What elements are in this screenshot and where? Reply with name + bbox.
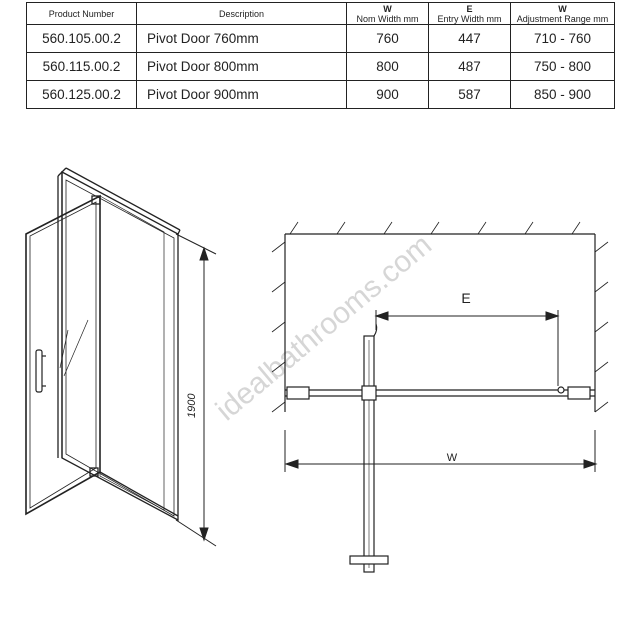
- height-label: 1900: [186, 393, 198, 418]
- cell-description: Pivot Door 800mm: [136, 52, 347, 81]
- cell-adjustment-range: 710 - 760: [510, 24, 615, 53]
- height-dimension: [175, 233, 217, 547]
- fixed-side-panel: [61, 167, 181, 522]
- latch-detail: [557, 386, 565, 394]
- pivot-hinges: [89, 195, 101, 477]
- cell-nom-width: 900: [346, 80, 429, 109]
- width-label: W: [447, 452, 458, 464]
- wall-hatching: [271, 221, 609, 413]
- entry-label: E: [461, 290, 470, 306]
- cell-entry-width: 447: [428, 24, 511, 53]
- entry-dimension: [374, 310, 560, 386]
- watermark-text: idealbathrooms.com: [210, 228, 438, 427]
- cell-adjustment-range: 850 - 900: [510, 80, 615, 109]
- door-handle: [35, 349, 46, 393]
- wall-profile: [57, 171, 63, 458]
- cell-entry-width: 587: [428, 80, 511, 109]
- back-wall-outline: [284, 233, 596, 412]
- cell-product-number: 560.105.00.2: [26, 24, 137, 53]
- table-row: 560.125.00.2 Pivot Door 900mm 900 587 85…: [26, 80, 615, 109]
- cell-entry-width: 487: [428, 52, 511, 81]
- door-panel: [25, 194, 101, 516]
- door-plan-panel: [349, 323, 389, 573]
- perspective-door-view: [25, 167, 181, 522]
- table-row: 560.115.00.2 Pivot Door 800mm 800 487 75…: [26, 52, 615, 81]
- width-dimension: [284, 430, 598, 472]
- cell-product-number: 560.115.00.2: [26, 52, 137, 81]
- cell-product-number: 560.125.00.2: [26, 80, 137, 109]
- front-rail: [285, 386, 595, 400]
- plan-view: [271, 221, 609, 573]
